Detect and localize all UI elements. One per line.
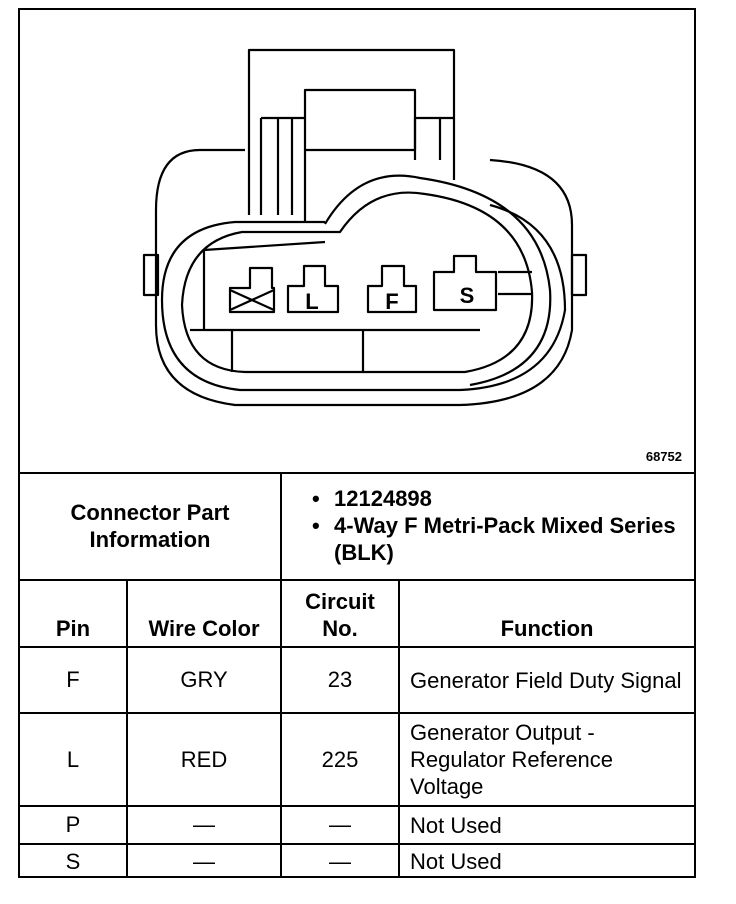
figure-id: 68752 xyxy=(645,449,682,464)
table-row: L RED 225 Generator Output - Regulator R… xyxy=(20,712,695,807)
function-cell: Generator Field Duty Signal xyxy=(398,646,695,714)
pin-cell: S xyxy=(20,843,128,878)
wire-color-cell: GRY xyxy=(125,646,283,714)
connector-info-row: Connector Part Information 12124898 4-Wa… xyxy=(20,472,695,581)
table-row: S — — Not Used xyxy=(20,843,695,878)
connector-info-details: 12124898 4-Way F Metri-Pack Mixed Series… xyxy=(280,472,695,581)
connector-drawing: L F S xyxy=(142,48,588,407)
connector-info-label: Connector Part Information xyxy=(20,472,283,581)
connector-info-list: 12124898 4-Way F Metri-Pack Mixed Series… xyxy=(310,485,684,566)
function-cell: Not Used xyxy=(398,805,695,845)
wire-color-cell: — xyxy=(125,843,283,878)
table-row: F GRY 23 Generator Field Duty Signal xyxy=(20,646,695,714)
connector-latch xyxy=(247,48,456,222)
header-function: Function xyxy=(398,579,695,648)
table-row: P — — Not Used xyxy=(20,805,695,845)
wire-color-cell: — xyxy=(125,805,283,845)
cavity-s xyxy=(432,254,498,312)
pinout-table: Connector Part Information 12124898 4-Wa… xyxy=(20,472,695,878)
connector-housing xyxy=(142,148,588,407)
pin-cell: F xyxy=(20,646,128,714)
cavity-f xyxy=(366,264,418,314)
circuit-cell: — xyxy=(280,843,401,878)
cavity-label-l: L xyxy=(305,289,318,314)
cavity-label-f: F xyxy=(385,289,398,314)
header-pin: Pin xyxy=(20,579,128,648)
wire-color-cell: RED xyxy=(125,712,283,807)
cavity-label-s: S xyxy=(460,283,475,308)
header-row: Pin Wire Color Circuit No. Function xyxy=(20,579,695,648)
connector-frame: L F S 68752 Connector Part Information 1… xyxy=(18,8,696,878)
header-wire-color: Wire Color xyxy=(125,579,283,648)
function-cell: Generator Output - Regulator Reference V… xyxy=(398,712,695,807)
header-circuit: Circuit No. xyxy=(280,579,401,648)
connector-diagram: L F S 68752 xyxy=(20,10,694,474)
pin-cell: P xyxy=(20,805,128,845)
circuit-cell: 23 xyxy=(280,646,401,714)
connector-description: 4-Way F Metri-Pack Mixed Series (BLK) xyxy=(310,512,684,566)
pin-cell: L xyxy=(20,712,128,807)
function-cell: Not Used xyxy=(398,843,695,878)
circuit-cell: 225 xyxy=(280,712,401,807)
circuit-cell: — xyxy=(280,805,401,845)
part-number: 12124898 xyxy=(310,485,684,512)
cavity-p xyxy=(228,266,276,314)
cavity-l xyxy=(286,264,340,314)
